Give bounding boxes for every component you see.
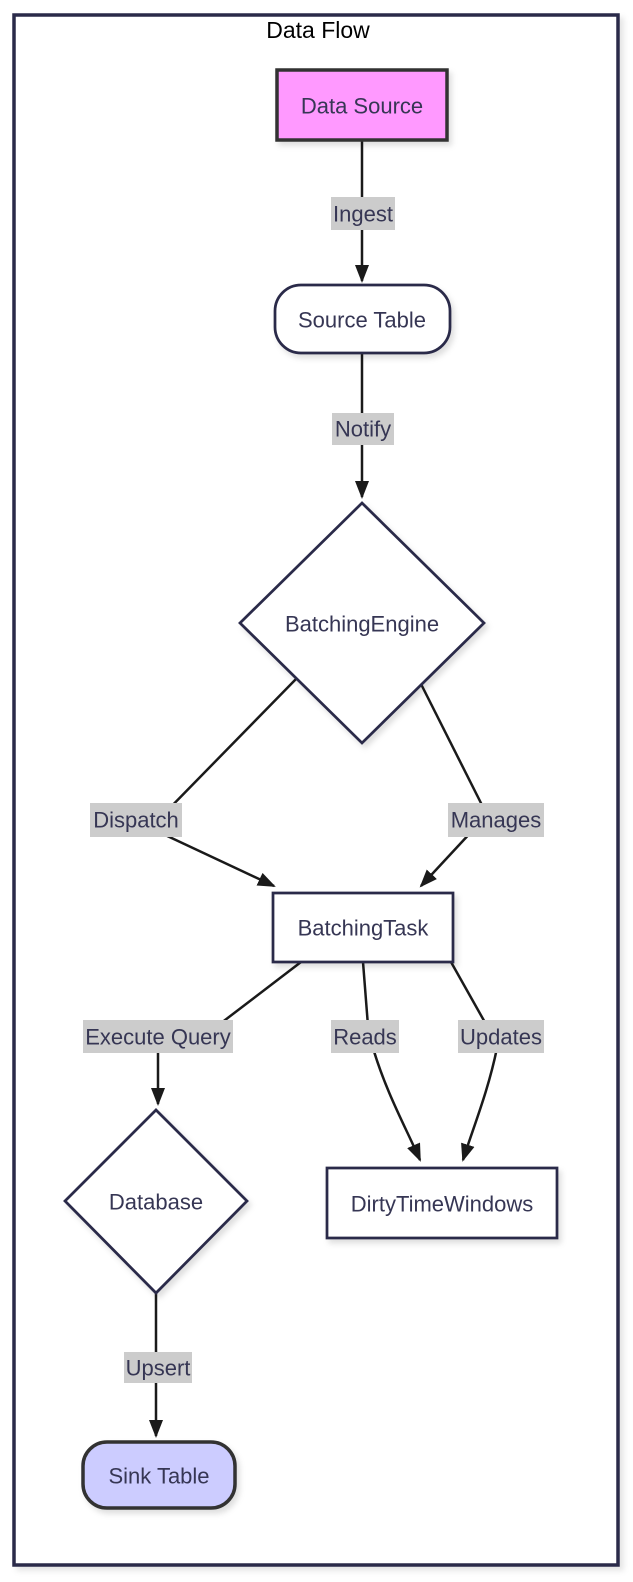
edge-label-bg	[458, 1020, 544, 1053]
edge-updates-line-lower	[461, 1047, 499, 1162]
node-database-shape	[63, 1108, 249, 1295]
node-data-source-shape	[275, 68, 449, 142]
edges	[145, 140, 499, 1438]
edge-label-text: Updates	[460, 1025, 542, 1050]
edge-label-reads: Reads	[331, 1020, 399, 1053]
edge-label-text: Dispatch	[93, 808, 179, 833]
edge-execute-query-line-upper	[211, 961, 302, 1031]
edge-label-updates: Updates	[458, 1020, 544, 1053]
node-batching-task: BatchingTask	[271, 891, 455, 964]
node-dirty-time-windows-shape	[325, 1166, 559, 1240]
edge-label-text: Ingest	[333, 202, 393, 227]
edge-label-execute-query: Execute Query	[83, 1020, 233, 1053]
edge-label-dispatch: Dispatch	[90, 803, 182, 837]
node-data-source-label: Data Source	[301, 94, 423, 119]
node-dirty-time-windows-label: DirtyTimeWindows	[351, 1192, 534, 1217]
edge-label-manages: Manages	[448, 803, 544, 837]
nodes: Data Source Source Table BatchingEngine …	[63, 68, 559, 1510]
edge-label-upsert: Upsert	[124, 1352, 192, 1383]
node-sink-table-shape	[81, 1440, 237, 1510]
edge-label-ingest: Ingest	[331, 197, 395, 230]
node-batching-task-shape	[271, 891, 455, 964]
edge-label-bg	[83, 1020, 233, 1053]
diagram-title: Data Flow	[266, 17, 370, 43]
node-data-source: Data Source	[275, 68, 449, 142]
node-batching-engine-shape	[238, 501, 486, 745]
diagram-frame	[12, 13, 620, 1567]
node-source-table-label: Source Table	[298, 308, 426, 333]
edge-label-bg	[331, 1020, 399, 1053]
node-sink-table: Sink Table	[81, 1440, 237, 1510]
node-batching-engine-label: BatchingEngine	[285, 612, 439, 637]
edge-updates-line-upper	[449, 961, 489, 1027]
node-sink-table-label: Sink Table	[108, 1464, 209, 1489]
edge-label-bg	[448, 803, 544, 837]
edge-label-text: Upsert	[126, 1356, 191, 1381]
edge-manages-line-lower	[419, 829, 474, 888]
node-database: Database	[63, 1108, 249, 1295]
node-database-label: Database	[109, 1190, 203, 1215]
edge-label-bg	[124, 1352, 192, 1383]
node-source-table: Source Table	[273, 283, 452, 355]
edge-labels: Ingest Notify Dispatch Manages Execute Q…	[83, 197, 544, 1383]
edge-label-text: Manages	[451, 808, 542, 833]
edge-reads-line-upper	[361, 961, 370, 1027]
edge-reads-line-lower	[371, 1047, 422, 1162]
edge-label-text: Execute Query	[85, 1025, 231, 1050]
edge-label-text: Notify	[335, 417, 391, 442]
edge-manages-line-upper	[419, 683, 489, 816]
edge-label-text: Reads	[333, 1025, 397, 1050]
edge-dispatch-line-upper	[159, 677, 298, 819]
node-batching-engine: BatchingEngine	[238, 501, 486, 745]
node-batching-task-label: BatchingTask	[298, 916, 430, 941]
edge-label-bg	[331, 197, 395, 230]
edge-label-bg	[90, 803, 182, 837]
node-source-table-shape	[273, 283, 452, 355]
node-dirty-time-windows: DirtyTimeWindows	[325, 1166, 559, 1240]
edge-label-notify: Notify	[332, 413, 394, 445]
edge-label-bg	[332, 413, 394, 445]
